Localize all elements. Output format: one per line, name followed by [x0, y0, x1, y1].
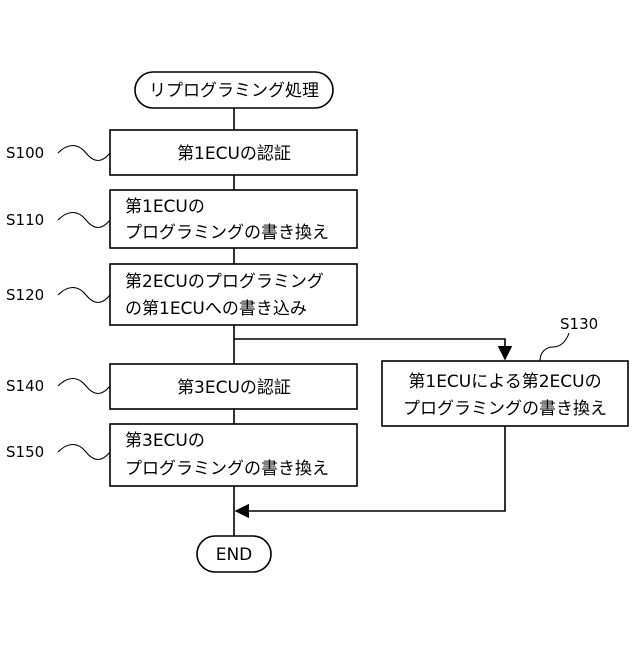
- step-s120: 第2ECUのプログラミング の第1ECUへの書き込み S120: [6, 264, 357, 325]
- step-s110-leader: [58, 213, 110, 228]
- step-s150: 第3ECUの プログラミングの書き換え S150: [6, 424, 357, 486]
- step-s100-line-1: 第1ECUの認証: [177, 144, 291, 164]
- step-s120-leader: [58, 288, 110, 303]
- end-label: END: [216, 545, 253, 565]
- step-s120-id: S120: [6, 286, 44, 304]
- step-s110-id: S110: [6, 211, 44, 229]
- step-s110: 第1ECUの プログラミングの書き換え S110: [6, 190, 357, 248]
- step-s130-line-1: 第1ECUによる第2ECUの: [408, 372, 601, 392]
- start-terminal: リプログラミング処理: [135, 72, 333, 108]
- step-s130-id: S130: [560, 315, 598, 333]
- step-s150-id: S150: [6, 443, 44, 461]
- step-s140-leader: [58, 379, 110, 394]
- step-s120-line-1: 第2ECUのプログラミング: [125, 272, 324, 292]
- step-s150-line-1: 第3ECUの: [125, 431, 205, 451]
- step-s150-leader: [58, 445, 110, 460]
- start-label: リプログラミング処理: [149, 81, 319, 101]
- arrow-to-s130: [234, 339, 505, 359]
- step-s110-line-1: 第1ECUの: [125, 197, 205, 217]
- step-s130-line-2: プログラミングの書き換え: [403, 399, 607, 419]
- step-s130-leader: [540, 333, 569, 361]
- step-s110-line-2: プログラミングの書き換え: [125, 223, 329, 243]
- step-s120-line-2: の第1ECUへの書き込み: [125, 299, 307, 319]
- end-terminal: END: [197, 536, 271, 572]
- step-s140: 第3ECUの認証 S140: [6, 364, 357, 409]
- step-s140-line-1: 第3ECUの認証: [177, 378, 291, 398]
- step-s100-id: S100: [6, 144, 44, 162]
- step-s100-leader: [58, 146, 110, 161]
- step-s130: 第1ECUによる第2ECUの プログラミングの書き換え S130: [382, 315, 628, 426]
- step-s150-line-2: プログラミングの書き換え: [125, 459, 329, 479]
- step-s140-id: S140: [6, 377, 44, 395]
- step-s100: 第1ECUの認証 S100: [6, 130, 357, 175]
